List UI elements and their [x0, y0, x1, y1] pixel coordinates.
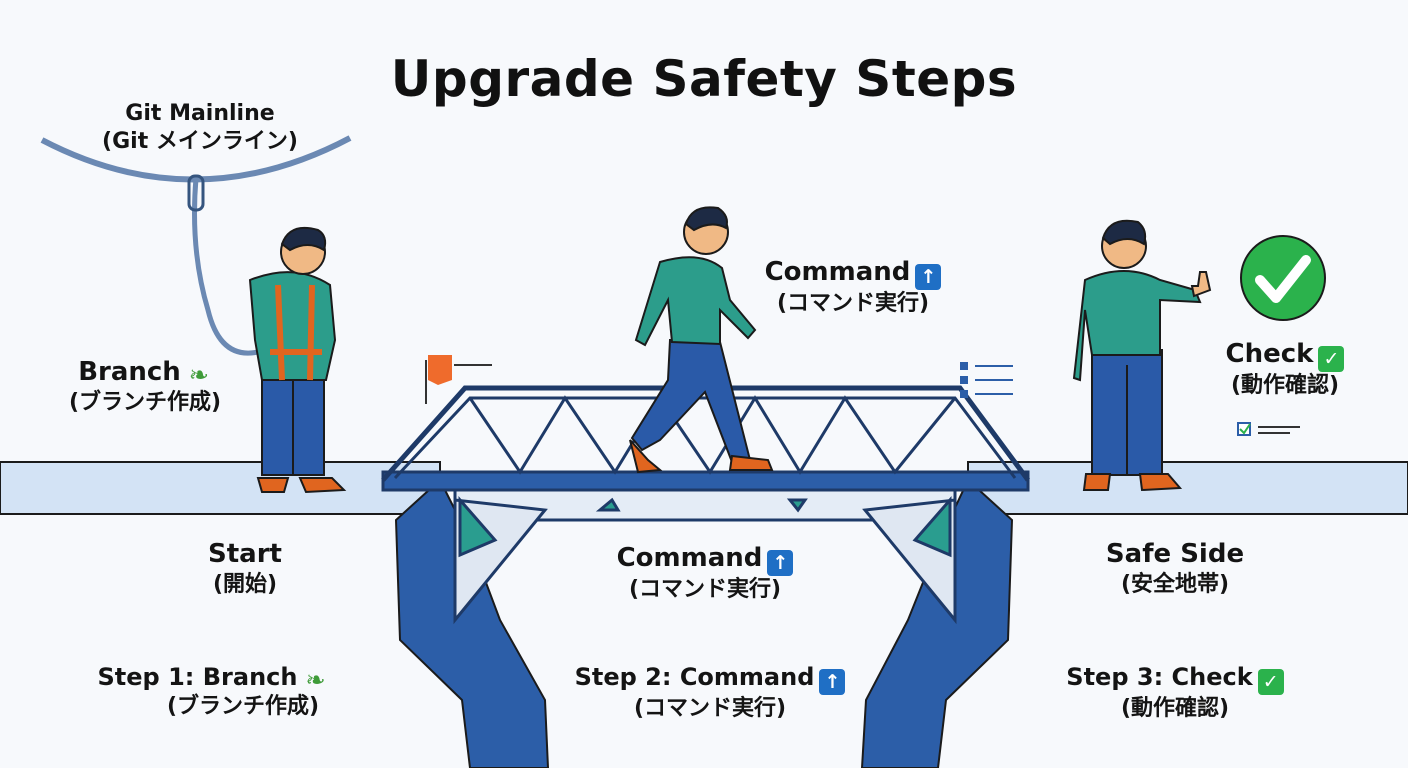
git-mainline-label: Git Mainline (Git メインライン) — [90, 100, 310, 155]
leaf-icon: ❧ — [188, 361, 209, 389]
step2-label: Step 2: Command↑ (コマンド実行) — [570, 662, 850, 723]
success-check-icon — [1240, 235, 1326, 321]
command-mid-label: Command↑ (コマンド実行) — [600, 542, 810, 604]
carabiner — [187, 174, 205, 212]
checkmark-icon: ✓ — [1257, 669, 1284, 695]
start-label-ja: (開始) — [212, 571, 278, 597]
git-mainline-label-ja: (Git メインライン) — [102, 128, 298, 154]
check-label-ja: (動作確認) — [1230, 373, 1340, 398]
step3-label-ja: (動作確認) — [1120, 696, 1230, 721]
start-label: Start (開始) — [155, 538, 335, 598]
checklist-icon — [960, 362, 1013, 398]
command-mid-label-en: Command — [616, 543, 763, 573]
page-title: Upgrade Safety Steps — [390, 50, 1018, 108]
step3-label-en: Step 3: Check — [1066, 663, 1253, 691]
left-ground — [0, 461, 441, 515]
step2-label-en: Step 2: Command — [574, 663, 815, 691]
walking-person — [629, 206, 774, 474]
leaf-icon: ❧ — [305, 666, 326, 694]
command-top-label-en: Command — [764, 257, 911, 287]
small-checklist-icon — [1237, 422, 1300, 436]
arrow-up-icon: ↑ — [915, 264, 942, 290]
start-label-en: Start — [208, 539, 282, 569]
branch-label-ja: (ブランチ作成) — [68, 389, 222, 415]
step1-label-en: Step 1: Branch — [97, 663, 298, 691]
check-label: Check✓ (動作確認) — [1200, 338, 1370, 400]
safe-side-label-ja: (安全地帯) — [1120, 571, 1230, 597]
command-mid-label-ja: (コマンド実行) — [628, 577, 782, 602]
git-mainline-label-en: Git Mainline — [125, 101, 275, 126]
step1-label-ja: (ブランチ作成) — [166, 694, 320, 719]
checkmark-icon: ✓ — [1318, 346, 1345, 372]
branch-label: Branch❧ (ブランチ作成) — [40, 356, 250, 416]
check-label-en: Check — [1225, 339, 1314, 369]
branch-label-en: Branch — [78, 357, 181, 387]
safe-side-label-en: Safe Side — [1105, 539, 1245, 569]
command-top-label: Command↑ (コマンド実行) — [748, 256, 958, 318]
person-with-harness — [248, 226, 347, 494]
safe-side-label: Safe Side (安全地帯) — [1075, 538, 1275, 598]
safety-rope — [192, 177, 259, 356]
flag-icon — [428, 355, 452, 385]
step3-label: Step 3: Check✓ (動作確認) — [1060, 662, 1290, 723]
thumbs-up-person — [1072, 219, 1212, 492]
step1-label: Step 1: Branch❧ (ブランチ作成) — [88, 662, 338, 721]
arrow-up-icon: ↑ — [819, 669, 846, 695]
command-top-label-ja: (コマンド実行) — [776, 291, 930, 316]
step2-label-ja: (コマンド実行) — [633, 696, 787, 721]
arrow-up-icon: ↑ — [767, 550, 794, 576]
right-ground — [967, 461, 1408, 515]
